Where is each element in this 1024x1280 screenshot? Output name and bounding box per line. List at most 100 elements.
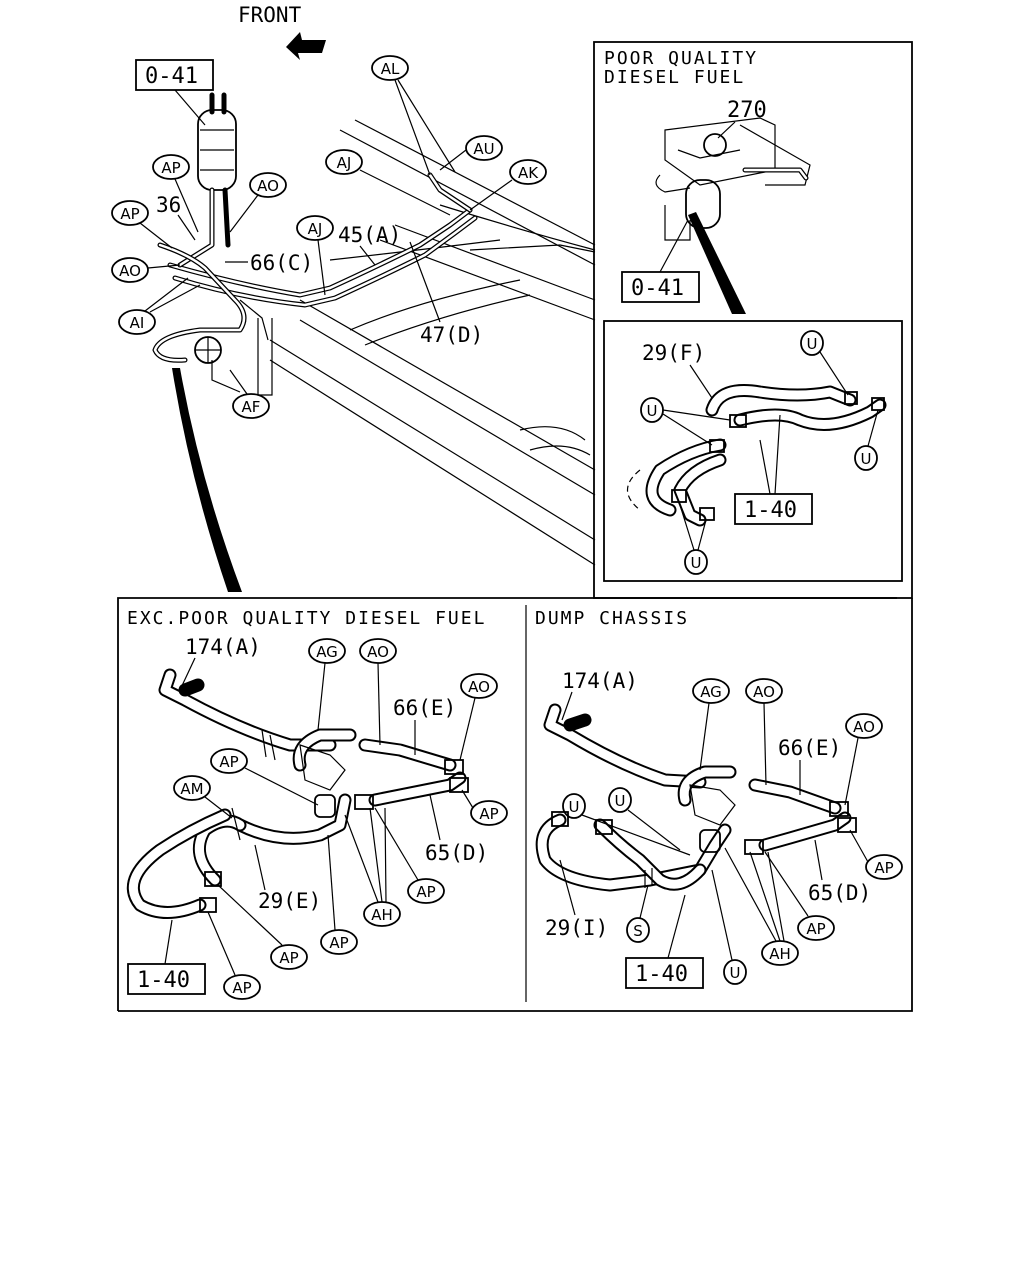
svg-text:AJ: AJ — [337, 154, 352, 172]
svg-text:AP: AP — [479, 805, 498, 823]
svg-text:AP: AP — [806, 920, 825, 938]
dump-callout-s: S — [626, 884, 650, 943]
svg-text:AU: AU — [473, 140, 494, 158]
dump-label-29i: 29(I) — [545, 916, 608, 940]
dump-callout-ap-1: AP — [849, 829, 903, 880]
ref-0-41-poor: 0-41 — [631, 276, 684, 301]
dump-callout-ao-2: AO — [844, 713, 883, 806]
exc-callout-ah: AH — [344, 807, 401, 927]
callout-ao-main-2: AO — [111, 257, 181, 283]
svg-text:AP: AP — [279, 949, 298, 967]
callout-al: AL — [371, 55, 456, 176]
exc-label-65d: 65(D) — [425, 841, 488, 865]
svg-text:U: U — [730, 964, 741, 982]
ref-1-40-exc: 1-40 — [137, 968, 190, 993]
svg-text:AL: AL — [381, 60, 400, 78]
svg-text:AJ: AJ — [308, 220, 323, 238]
svg-text:AG: AG — [316, 643, 338, 661]
chassis-frame — [211, 119, 596, 566]
exc-panel-title: EXC.POOR QUALITY DIESEL FUEL — [127, 608, 486, 629]
svg-text:AP: AP — [874, 859, 893, 877]
exc-callout-ap-3: AP — [374, 807, 445, 904]
callout-ak: AK — [469, 159, 547, 211]
dump-callout-ag: AG — [692, 678, 730, 771]
detail-panel — [603, 320, 903, 582]
callout-af: AF — [229, 369, 270, 419]
ref-box-1-40-dump — [625, 957, 704, 989]
label-45a: 45(A) — [338, 223, 401, 247]
callout-aj-top: AJ — [325, 149, 451, 216]
exc-callout-ap-6: AP — [207, 911, 261, 1000]
exc-callout-ap-5: AP — [217, 884, 308, 970]
exc-callout-am: AM — [173, 775, 233, 819]
exc-callout-ap-1: AP — [210, 748, 319, 806]
dump-callout-u-1: U — [562, 793, 691, 856]
ref-box-1-40-exc — [127, 963, 206, 995]
label-29f: 29(F) — [642, 341, 705, 365]
svg-text:AI: AI — [130, 314, 145, 332]
svg-text:AO: AO — [753, 683, 775, 701]
label-66c: 66(C) — [250, 251, 313, 275]
dump-callout-ap-2: AP — [764, 851, 835, 941]
svg-text:AK: AK — [518, 164, 539, 182]
dump-label-174a: 174(A) — [562, 669, 638, 693]
callout-ao-main-1: AO — [229, 172, 287, 233]
poor-quality-filter — [655, 117, 811, 241]
callout-ap-main-1: AP — [152, 154, 199, 233]
detail-callout-u1: U — [800, 330, 849, 396]
callout-ap-main-2: AP — [111, 200, 173, 249]
svg-text:AH: AH — [769, 945, 791, 963]
svg-text:AO: AO — [119, 262, 141, 280]
poor-quality-title-1: POOR QUALITY — [604, 48, 758, 69]
callout-ai: AI — [118, 277, 201, 335]
svg-text:AP: AP — [120, 205, 139, 223]
detail-callout-u2: U — [640, 397, 731, 446]
svg-text:U: U — [861, 450, 872, 468]
dump-label-65d: 65(D) — [808, 881, 871, 905]
label-36: 36 — [156, 193, 181, 217]
svg-text:AP: AP — [329, 934, 348, 952]
callout-au: AU — [439, 135, 503, 171]
bottom-panel-frame — [117, 597, 913, 1012]
svg-text:S: S — [633, 922, 643, 940]
exc-label-29e: 29(E) — [258, 889, 321, 913]
ref-0-41-main: 0-41 — [145, 64, 198, 89]
dump-callout-ao-1: AO — [745, 678, 783, 786]
exc-callout-ag: AG — [308, 638, 346, 731]
front-arrow-icon — [286, 32, 326, 60]
label-47d: 47(D) — [420, 323, 483, 347]
svg-text:AF: AF — [242, 398, 261, 416]
svg-text:AM: AM — [180, 780, 203, 798]
ref-box-0-41-main — [135, 59, 214, 91]
exc-hoses — [126, 668, 469, 919]
svg-text:U: U — [615, 792, 626, 810]
detail-callout-u3: U — [854, 409, 879, 471]
svg-text:AP: AP — [219, 753, 238, 771]
svg-text:U: U — [691, 554, 702, 572]
ref-1-40-dump: 1-40 — [635, 962, 688, 987]
svg-text:AO: AO — [257, 177, 279, 195]
exc-callout-ao-2: AO — [459, 673, 498, 761]
pointer-wedge-main — [172, 368, 242, 592]
dump-callout-ah: AH — [724, 847, 799, 966]
detail-hoses — [626, 384, 887, 527]
svg-text:AO: AO — [468, 678, 490, 696]
exc-label-66e: 66(E) — [393, 696, 456, 720]
callout-aj-mid: AJ — [296, 215, 334, 296]
ref-1-40-detail: 1-40 — [744, 498, 797, 523]
svg-text:U: U — [569, 798, 580, 816]
exc-label-174a: 174(A) — [185, 635, 261, 659]
label-270: 270 — [727, 98, 767, 123]
exc-callout-ao-1: AO — [359, 638, 397, 746]
svg-text:AP: AP — [416, 883, 435, 901]
dump-label-66e: 66(E) — [778, 736, 841, 760]
detail-callout-u4: U — [679, 504, 708, 575]
fuel-lines-main — [152, 92, 478, 364]
dump-panel-title: DUMP CHASSIS — [535, 608, 689, 629]
dump-callout-u-2: U — [608, 787, 681, 851]
svg-text:U: U — [807, 335, 818, 353]
pointer-wedge-poor — [688, 212, 746, 314]
svg-text:AG: AG — [700, 683, 722, 701]
svg-text:AH: AH — [371, 906, 393, 924]
